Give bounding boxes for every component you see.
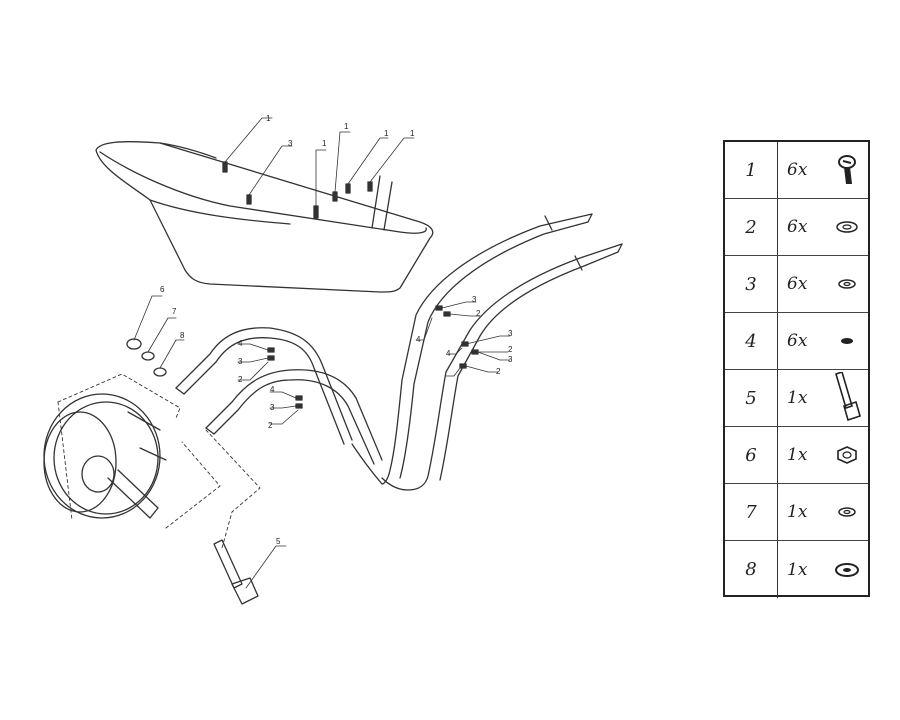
hex-nut-icon [126, 338, 142, 350]
spring-washer-icon [825, 484, 869, 540]
part-number: 6 [725, 427, 778, 483]
callout-label: 3 [472, 295, 477, 304]
callout-label: 1 [410, 129, 415, 138]
axle-bolt-icon [825, 370, 869, 426]
washer-icon [435, 305, 443, 311]
part-quantity: 1x [787, 445, 808, 465]
basin-fasteners [222, 161, 373, 219]
wheel-leader-lines [133, 295, 185, 369]
part-number: 8 [725, 541, 778, 598]
assembly-dashed-lines [57, 373, 261, 549]
handle-leader-lines [237, 301, 511, 425]
callout-label: 4 [416, 335, 421, 344]
part-number: 4 [725, 313, 778, 369]
part-quantity: 1x [787, 388, 808, 408]
spring-washer-icon [141, 351, 155, 361]
callout-label: 8 [180, 331, 185, 340]
washer-icon [443, 311, 451, 317]
bolt-icon [313, 205, 319, 219]
callout-label: 1 [344, 122, 349, 131]
wheel [43, 393, 167, 519]
handle-right [351, 213, 593, 485]
part-quantity: 6x [787, 217, 808, 237]
basin [95, 141, 434, 293]
parts-row: 2 6x [725, 199, 868, 256]
part-quantity: 1x [787, 502, 808, 522]
basin-leader-lines [224, 117, 415, 207]
callout-label: 3 [508, 329, 513, 338]
parts-row: 7 1x [725, 484, 868, 541]
leg-stay-lower [205, 369, 383, 465]
part-number: 2 [725, 199, 778, 255]
callout-label: 2 [496, 367, 501, 376]
parts-row: 5 1x [725, 370, 868, 427]
callout-label: 2 [508, 345, 513, 354]
flat-washer-icon [825, 541, 869, 598]
callout-label: 3 [270, 403, 275, 412]
callout-label: 2 [476, 309, 481, 318]
parts-row: 4 6x [725, 313, 868, 370]
leg-stay-upper [175, 327, 353, 445]
callout-label: 1 [322, 139, 327, 148]
part-quantity: 6x [787, 160, 808, 180]
part-number: 7 [725, 484, 778, 540]
callout-label: 1 [384, 129, 389, 138]
part-number: 1 [725, 142, 778, 198]
callout-label: 4 [270, 385, 275, 394]
bolt-icon [825, 142, 869, 198]
washer-icon [459, 363, 467, 369]
part-number: 5 [725, 370, 778, 426]
callout-label: 3 [238, 357, 243, 366]
bolt-icon [246, 194, 252, 205]
bolt-icon [367, 181, 373, 192]
part-quantity: 6x [787, 274, 808, 294]
washer-icon [295, 395, 303, 401]
parts-list-table: 1 6x 2 6x 3 6x 4 6x 5 1x 6 1x 7 1x 8 1x [723, 140, 870, 598]
part-quantity: 6x [787, 331, 808, 351]
washer-icon [267, 355, 275, 361]
callout-label: 2 [268, 421, 273, 430]
callout-label: 5 [276, 537, 281, 546]
hex-nut-icon [825, 427, 869, 483]
spring-washer-icon [825, 256, 869, 312]
part-quantity: 1x [787, 559, 808, 580]
callout-label: 3 [508, 355, 513, 364]
flat-washer-icon [153, 367, 167, 377]
callout-labels: 1 3 1 1 1 1 3 2 4 3 4 2 3 2 6 7 8 4 3 2 … [160, 114, 513, 546]
bolt-icon [345, 183, 351, 194]
handle-left [381, 243, 623, 491]
bolt-icon [222, 161, 228, 173]
callout-label: 6 [160, 285, 165, 294]
washer-icon [267, 347, 275, 353]
axle-bolt [213, 539, 287, 605]
wheel-fasteners [126, 338, 167, 377]
part-number: 3 [725, 256, 778, 312]
washer-icon [295, 403, 303, 409]
callout-label: 3 [288, 139, 293, 148]
washer-icon [825, 199, 869, 255]
washer-icon [461, 341, 469, 347]
parts-row: 1 6x [725, 142, 868, 199]
parts-row: 3 6x [725, 256, 868, 313]
callout-label: 4 [238, 339, 243, 348]
callout-label: 2 [238, 375, 243, 384]
small-washer-icon [825, 313, 869, 369]
callout-label: 1 [266, 114, 271, 123]
callout-label: 4 [446, 349, 451, 358]
callout-label: 7 [172, 307, 177, 316]
parts-row: 8 1x [725, 541, 868, 598]
wheelbarrow-exploded-diagram: 1 3 1 1 1 1 3 2 4 3 4 2 3 2 6 7 8 4 3 2 … [43, 114, 623, 605]
parts-row: 6 1x [725, 427, 868, 484]
bolt-icon [332, 191, 338, 202]
